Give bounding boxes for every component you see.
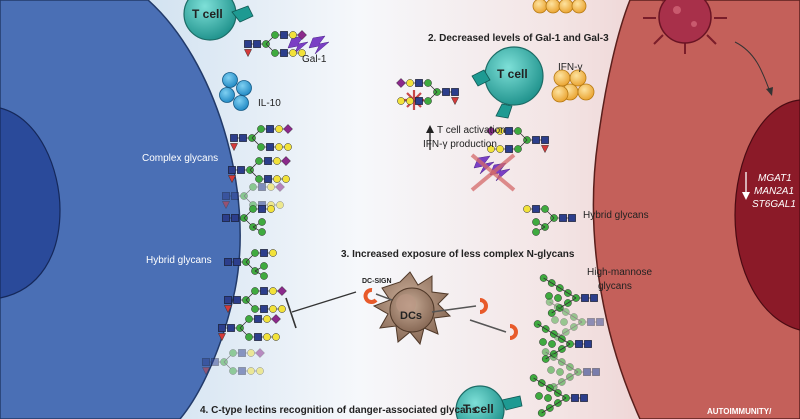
high-mannose-label-2: glycans [598,281,632,292]
glycan [227,156,291,184]
ifn-gamma-cluster-top [532,0,587,14]
dc-sign-lectin-right [431,298,518,340]
virus-icon [643,0,727,54]
dcs-label: DCs [400,310,423,322]
glycan [229,124,293,152]
t-activation-label: T cell activation [437,125,506,136]
dendritic-cell [372,271,452,346]
hybrid-glycans-left-label: Hybrid glycans [146,255,212,266]
t-cell-bottom [455,385,505,419]
right-cell-nucleus [734,99,800,331]
glycan [224,249,277,280]
gene-man2a1: MAN2A1 [754,186,795,197]
glycan [396,78,460,106]
glycan [533,320,592,363]
dc-sign-label: DC-SIGN [362,278,392,285]
glycan [222,205,275,236]
glycan [545,298,604,341]
hybrid-glycans-right-label: Hybrid glycans [583,210,649,221]
glycan-structures [201,30,604,417]
gal1-crossed-icon [470,153,516,192]
t-cell-bottom-label: T cell [463,402,494,416]
high-mannose-label-1: High-mannose [587,267,653,278]
step4-label: 4. C-type lectins recognition of danger-… [200,405,478,416]
glycan [529,374,588,417]
glycan [201,348,265,376]
dc-sign-lectin [363,288,393,304]
left-cell [0,0,241,419]
ifn-production-label: IFN-γ production [423,139,497,150]
t-cell-top-label: T cell [192,7,223,21]
complex-glycans-label: Complex glycans [142,153,219,164]
step3-label: 3. Increased exposure of less complex N-… [341,249,575,260]
inhibition-line [291,291,357,313]
inhibition-bar [285,297,297,329]
tcr-middle [471,69,513,119]
up-arrow-head [426,125,434,133]
step2-label: 2. Decreased levels of Gal-1 and Gal-3 [428,33,609,44]
glycan [541,348,600,391]
glycan [523,205,576,236]
t-cell-middle-label: T cell [497,67,528,81]
gene-down-arrow-head [742,192,750,200]
tcr-top [231,5,254,23]
right-cell [592,0,800,419]
gal1-label: Gal-1 [302,54,327,65]
tcr-bottom [501,395,523,411]
glycan [243,30,307,58]
glycan [486,126,550,154]
virus-arrow-head [766,87,773,96]
gene-st6gal1: ST6GAL1 [752,199,796,210]
ifn-gamma-cluster [551,69,595,103]
glycan [217,314,281,342]
autoimmunity-label: AUTOIMMUNITY/ [707,407,772,416]
gene-mgat1: MGAT1 [758,173,792,184]
left-cell-nucleus [0,107,61,299]
glycan [539,274,598,317]
virus-arrow [734,41,771,93]
il10-cluster [219,72,252,111]
il10-label: IL-10 [258,98,281,109]
glycan [223,286,287,314]
ifn-gamma-label: IFN-γ [558,62,583,73]
